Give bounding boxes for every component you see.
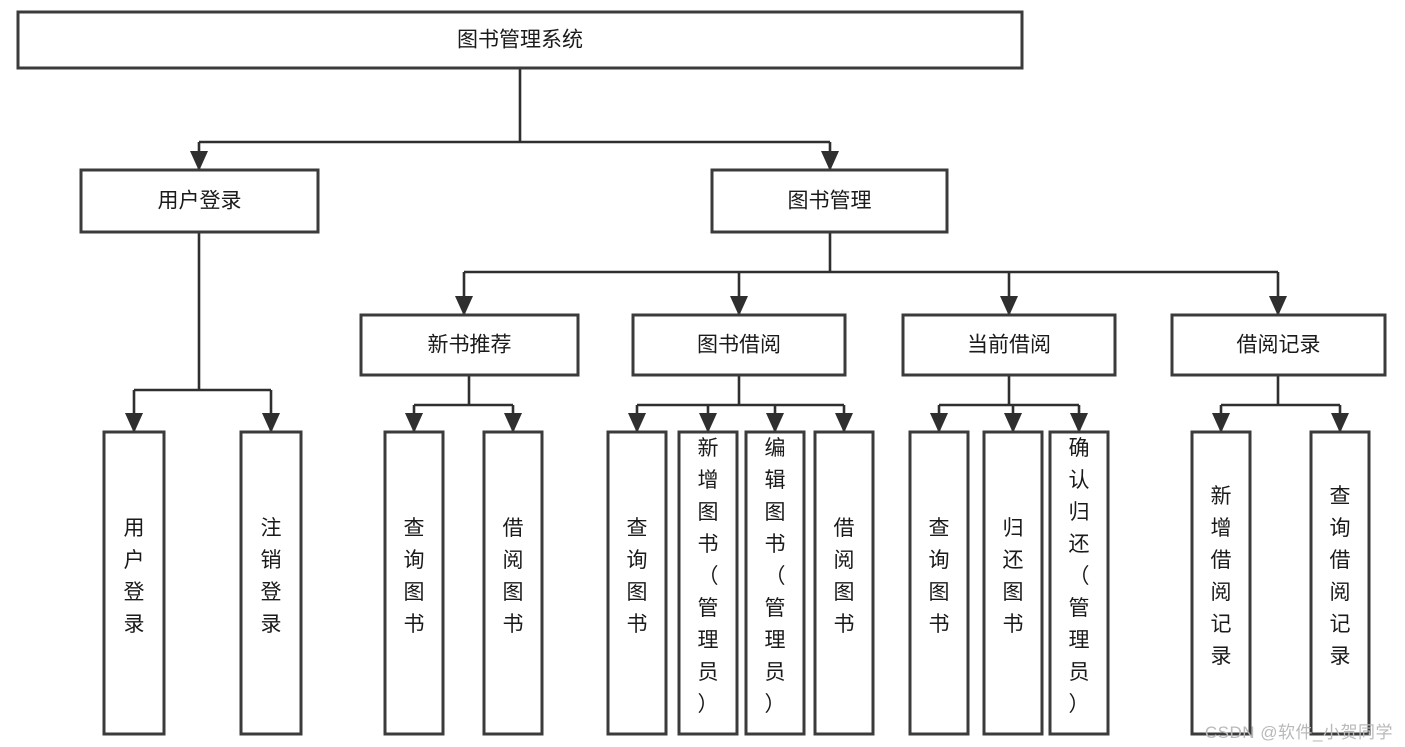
connector-group <box>628 375 853 433</box>
node-leaf[interactable]: 注销登录 <box>239 430 303 736</box>
node-label: 当前借阅 <box>967 334 1051 357</box>
arrow-head <box>1004 413 1022 433</box>
arrow-head <box>455 296 473 316</box>
arrow-head <box>766 413 784 433</box>
node-box[interactable] <box>383 430 445 736</box>
arrow-head <box>262 413 280 433</box>
node-level3[interactable]: 图书借阅 <box>631 313 847 377</box>
arrow-head <box>835 413 853 433</box>
connector-group <box>190 68 839 171</box>
node-leaf[interactable]: 查询图书 <box>383 430 445 736</box>
node-label: 用户登录 <box>158 190 242 213</box>
node-box[interactable] <box>1170 313 1387 377</box>
node-leaf[interactable]: 查询借阅记录 <box>1309 430 1371 736</box>
node-box[interactable] <box>744 430 806 736</box>
node-box[interactable] <box>102 430 166 736</box>
node-label: 借阅图书 <box>503 517 524 636</box>
node-label: 新增图书（管理员） <box>698 437 719 716</box>
connectors-layer <box>125 68 1349 433</box>
node-box[interactable] <box>1190 430 1252 736</box>
node-leaf[interactable]: 查询图书 <box>606 430 668 736</box>
node-label: 归还图书 <box>1003 517 1024 636</box>
connector-group <box>930 375 1088 433</box>
connector-group <box>125 232 280 433</box>
node-box[interactable] <box>982 430 1044 736</box>
node-label: 查询借阅记录 <box>1330 485 1351 668</box>
arrow-head <box>405 413 423 433</box>
arrow-head <box>1070 413 1088 433</box>
node-leaf[interactable]: 新增借阅记录 <box>1190 430 1252 736</box>
node-leaf[interactable]: 编辑图书（管理员） <box>744 430 806 736</box>
node-box[interactable] <box>482 430 544 736</box>
node-label: 查询图书 <box>929 517 950 636</box>
node-box[interactable] <box>359 313 580 377</box>
node-box[interactable] <box>901 313 1117 377</box>
node-box[interactable] <box>631 313 847 377</box>
node-box[interactable] <box>1048 430 1110 736</box>
node-leaf[interactable]: 归还图书 <box>982 430 1044 736</box>
node-label: 注销登录 <box>261 517 282 636</box>
connector-group <box>455 232 1287 316</box>
node-label: 用户登录 <box>124 517 145 636</box>
node-leaf[interactable]: 查询图书 <box>908 430 970 736</box>
node-box[interactable] <box>677 430 739 736</box>
node-box[interactable] <box>1309 430 1371 736</box>
node-label: 查询图书 <box>627 517 648 636</box>
arrow-head <box>125 413 143 433</box>
node-label: 编辑图书（管理员） <box>765 437 786 716</box>
node-level3[interactable]: 新书推荐 <box>359 313 580 377</box>
node-level3[interactable]: 当前借阅 <box>901 313 1117 377</box>
arrow-head <box>699 413 717 433</box>
node-label: 图书管理系统 <box>457 29 583 52</box>
node-leaf[interactable]: 借阅图书 <box>482 430 544 736</box>
node-level3[interactable]: 借阅记录 <box>1170 313 1387 377</box>
node-root[interactable]: 图书管理系统 <box>16 10 1024 70</box>
arrow-head <box>504 413 522 433</box>
node-label: 新书推荐 <box>428 334 512 357</box>
node-leaf[interactable]: 用户登录 <box>102 430 166 736</box>
csdn-watermark: CSDN @软件_小贺同学 <box>1204 723 1393 742</box>
node-box[interactable] <box>813 430 875 736</box>
node-box[interactable] <box>16 10 1024 70</box>
node-leaf[interactable]: 确认归还（管理员） <box>1048 430 1110 736</box>
node-box[interactable] <box>908 430 970 736</box>
node-label: 借阅记录 <box>1237 334 1321 357</box>
arrow-head <box>1000 296 1018 316</box>
node-label: 图书借阅 <box>697 334 781 357</box>
node-label: 借阅图书 <box>834 517 855 636</box>
node-label: 确认归还（管理员） <box>1069 437 1090 716</box>
arrow-head <box>190 151 208 171</box>
node-label: 图书管理 <box>788 190 872 213</box>
node-box[interactable] <box>79 168 320 234</box>
connector-group <box>1212 375 1349 433</box>
connector-group <box>405 375 522 433</box>
node-label: 查询图书 <box>404 517 425 636</box>
node-leaf[interactable]: 借阅图书 <box>813 430 875 736</box>
arrow-head <box>1269 296 1287 316</box>
node-box[interactable] <box>710 168 949 234</box>
node-level2[interactable]: 图书管理 <box>710 168 949 234</box>
node-level2[interactable]: 用户登录 <box>79 168 320 234</box>
arrow-head <box>628 413 646 433</box>
arrow-head <box>730 296 748 316</box>
node-box[interactable] <box>606 430 668 736</box>
node-box[interactable] <box>239 430 303 736</box>
node-leaf[interactable]: 新增图书（管理员） <box>677 430 739 736</box>
nodes-layer: 图书管理系统用户登录图书管理新书推荐图书借阅当前借阅借阅记录用户登录注销登录查询… <box>16 10 1387 736</box>
arrow-head <box>821 151 839 171</box>
arrow-head <box>1331 413 1349 433</box>
arrow-head <box>930 413 948 433</box>
arrow-head <box>1212 413 1230 433</box>
node-label: 新增借阅记录 <box>1211 485 1232 668</box>
